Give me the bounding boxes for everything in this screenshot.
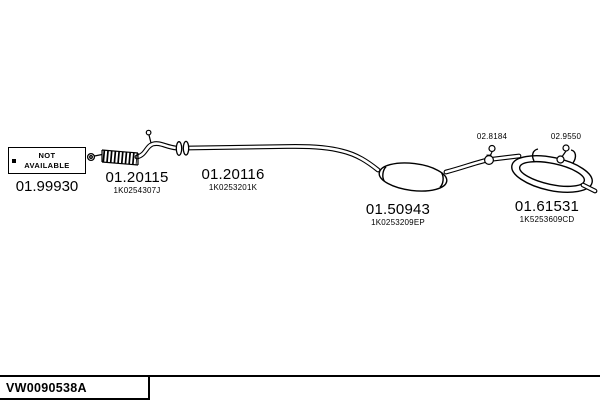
part-label-mid-muffler: 01.50943 1K0253209EP (358, 202, 438, 228)
marker-square-icon (12, 158, 16, 163)
part-label-rear-muffler: 01.61531 1K5253609CD (507, 199, 587, 225)
part-code: 01.20115 (105, 169, 169, 186)
part-label-center-pipe: 01.20116 1K0253201K (193, 167, 273, 193)
clamp1-icon (484, 144, 496, 166)
flex-pipe-icon (101, 149, 139, 166)
clamp-label-2: 02.9550 (550, 132, 582, 141)
part-number: 1K0253209EP (371, 217, 425, 227)
clamp-label-1: 02.8184 (476, 132, 508, 141)
part-label-front-pipe: 01.20115 1K0254307J (97, 170, 177, 196)
clamp2-icon (556, 144, 570, 164)
part-code: 01.61531 (514, 198, 580, 215)
front-hanger-icon (145, 129, 152, 144)
part-number: 1K0253201K (208, 182, 258, 192)
part-code: 01.20116 (201, 166, 265, 183)
footer-bar: VW0090538A (0, 375, 600, 400)
not-available-box: NOT AVAILABLE (8, 147, 86, 174)
mid-muffler-shape (378, 162, 448, 192)
rear-hanger-right-icon (570, 149, 577, 164)
entry-fitting-icon (86, 152, 103, 162)
not-available-line2: AVAILABLE (24, 160, 70, 170)
part-code: 01.50943 (365, 201, 431, 218)
part-code-not-available: 01.99930 (15, 178, 79, 195)
flange-joint-icon (175, 140, 190, 156)
rear-hanger-left-icon (531, 148, 539, 162)
tailpipe-highlight (581, 183, 597, 193)
part-number: 1K5253609CD (519, 214, 575, 224)
not-available-line1: NOT (38, 150, 56, 160)
part-number: 1K0254307J (113, 185, 161, 195)
rear-muffler-shape (511, 148, 593, 193)
drawing-number: VW0090538A (0, 377, 150, 400)
